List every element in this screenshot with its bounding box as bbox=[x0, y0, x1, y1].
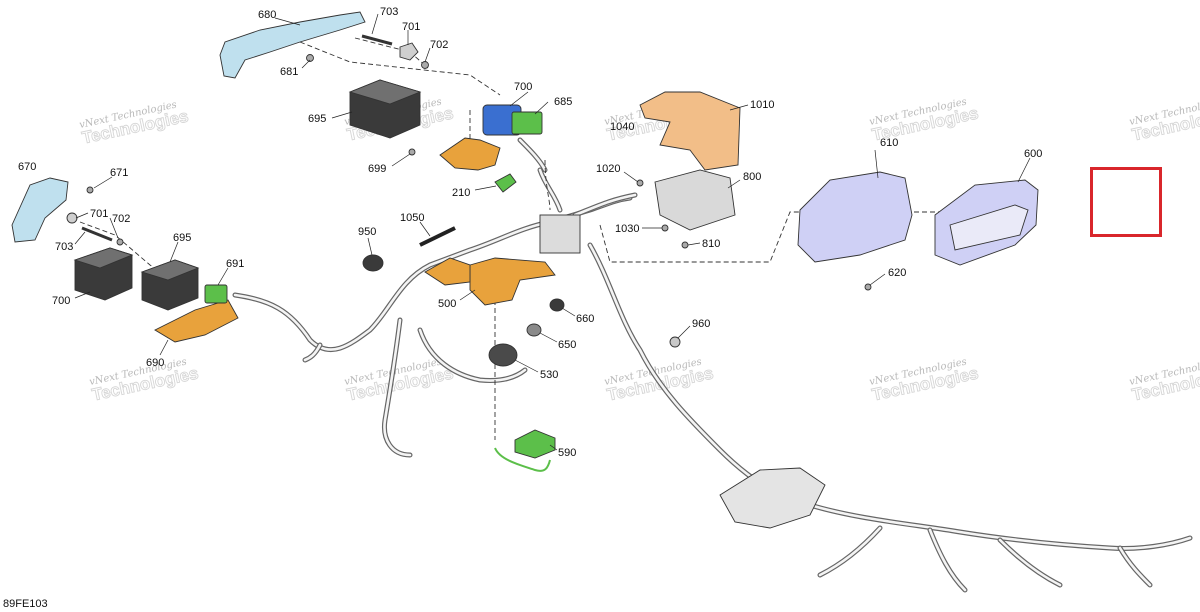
callout-620: 620 bbox=[888, 267, 906, 279]
callout-695: 695 bbox=[173, 232, 191, 244]
callout-703: 703 bbox=[55, 241, 73, 253]
callout-500: 500 bbox=[438, 298, 456, 310]
callout-671: 671 bbox=[110, 167, 128, 179]
fuse-box bbox=[539, 214, 581, 254]
callout-1020: 1020 bbox=[596, 163, 620, 175]
grommet-701b bbox=[66, 212, 78, 224]
callout-700: 700 bbox=[514, 81, 532, 93]
callout-680: 680 bbox=[258, 9, 276, 21]
bolt-703b bbox=[81, 226, 113, 242]
callout-691: 691 bbox=[226, 258, 244, 270]
callout-530: 530 bbox=[540, 369, 558, 381]
watermark: vNext Technologies Technologies bbox=[78, 100, 190, 148]
callout-600: 600 bbox=[1024, 148, 1042, 160]
highlight-box bbox=[1090, 167, 1162, 237]
grommet-650 bbox=[526, 323, 542, 337]
module-800 bbox=[654, 169, 736, 231]
horn-530 bbox=[488, 343, 518, 367]
grommet-701 bbox=[399, 42, 419, 61]
callout-590: 590 bbox=[558, 447, 576, 459]
callout-950: 950 bbox=[358, 226, 376, 238]
callout-1040: 1040 bbox=[610, 121, 634, 133]
diagram-code: 89FE103 bbox=[3, 598, 48, 610]
screw-620 bbox=[864, 283, 872, 291]
callout-670: 670 bbox=[18, 161, 36, 173]
watermark: vNext Technologies Technologies bbox=[868, 357, 980, 405]
callout-699: 699 bbox=[368, 163, 386, 175]
bracket-670 bbox=[11, 177, 69, 243]
screw-699 bbox=[408, 148, 416, 156]
watermark: vNext Technologies Technologies bbox=[1128, 97, 1200, 145]
callout-700: 700 bbox=[52, 295, 70, 307]
bolt-703 bbox=[361, 34, 393, 46]
leader-lines bbox=[74, 13, 1031, 451]
callout-650: 650 bbox=[558, 339, 576, 351]
cover-500 bbox=[469, 257, 556, 306]
nut-702b bbox=[116, 238, 124, 246]
callout-702: 702 bbox=[430, 39, 448, 51]
housing-610 bbox=[797, 171, 913, 263]
callout-685: 685 bbox=[554, 96, 572, 108]
bracket-699 bbox=[439, 137, 501, 171]
callout-210: 210 bbox=[452, 187, 470, 199]
callout-690: 690 bbox=[146, 357, 164, 369]
callout-660: 660 bbox=[576, 313, 594, 325]
callout-960: 960 bbox=[692, 318, 710, 330]
callout-702: 702 bbox=[112, 213, 130, 225]
callout-800: 800 bbox=[743, 171, 761, 183]
screw-681 bbox=[306, 54, 314, 62]
grommet-960 bbox=[669, 336, 681, 348]
callout-701: 701 bbox=[402, 21, 420, 33]
callout-810: 810 bbox=[702, 238, 720, 250]
watermarks: vNext Technologies Technologies vNext Te… bbox=[78, 97, 1200, 405]
watermark: vNext Technologies Technologies bbox=[88, 357, 200, 405]
bracket-1010 bbox=[639, 91, 741, 171]
plug-950 bbox=[362, 254, 384, 272]
callout-701: 701 bbox=[90, 208, 108, 220]
callout-610: 610 bbox=[880, 137, 898, 149]
screw-1020 bbox=[636, 179, 644, 187]
screw-671 bbox=[86, 186, 94, 194]
callout-1050: 1050 bbox=[400, 212, 424, 224]
connector-685 bbox=[511, 111, 543, 135]
screw-810 bbox=[681, 241, 689, 249]
screw-1030 bbox=[661, 224, 669, 232]
connector-660 bbox=[549, 298, 565, 312]
watermark: vNext Technologies Technologies bbox=[1128, 357, 1200, 405]
switch-590 bbox=[514, 429, 556, 459]
rod-1050 bbox=[419, 226, 456, 247]
parts bbox=[11, 11, 1039, 529]
nut-702 bbox=[421, 61, 429, 69]
bracket-690 bbox=[154, 299, 239, 343]
callout-681: 681 bbox=[280, 66, 298, 78]
harness-module bbox=[719, 467, 826, 529]
callout-1010: 1010 bbox=[750, 99, 774, 111]
callout-1030: 1030 bbox=[615, 223, 639, 235]
bracket-680 bbox=[219, 11, 366, 79]
connector-691 bbox=[204, 284, 228, 304]
callout-703: 703 bbox=[380, 6, 398, 18]
connector-210 bbox=[494, 173, 517, 193]
callout-695: 695 bbox=[308, 113, 326, 125]
wiring-harness bbox=[232, 137, 1193, 593]
callout-labels: 680 703 701 702 681 700 685 695 699 210 … bbox=[18, 6, 1042, 459]
